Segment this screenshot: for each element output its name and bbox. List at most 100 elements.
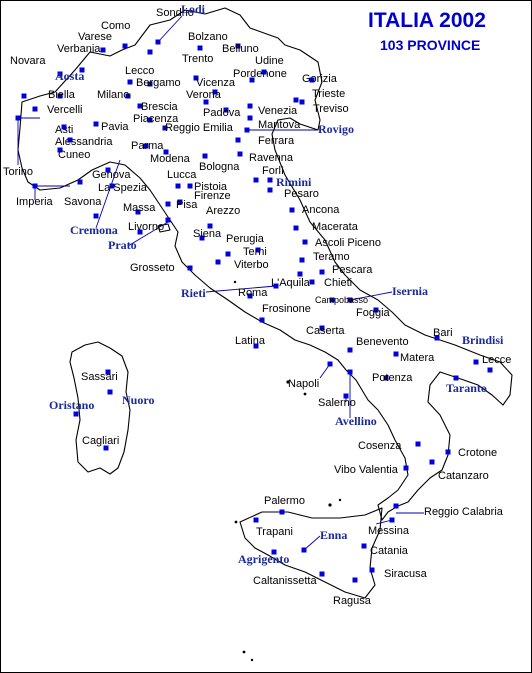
province-marker-chieti [309, 279, 315, 285]
province-marker-campobasso [329, 297, 335, 303]
province-label-rieti: Rieti [181, 286, 206, 300]
province-marker-bari [434, 335, 440, 341]
province-label-gorizia: Gorizia [302, 73, 338, 85]
province-marker-asti [61, 124, 67, 130]
province-label-grosseto: Grosseto [130, 262, 175, 274]
province-label-pescara: Pescara [332, 264, 373, 276]
province-marker-biella [57, 93, 63, 99]
province-marker-sondrio [147, 49, 153, 55]
province-marker-firenze [177, 199, 183, 205]
province-marker-savona [77, 179, 83, 185]
province-marker-trieste [299, 99, 305, 105]
province-label-macerata: Macerata [312, 221, 359, 233]
province-marker-arezzo [207, 223, 213, 229]
province-label-novara: Novara [10, 55, 46, 67]
province-label-siracusa: Siracusa [384, 568, 428, 580]
province-marker-catanzaro [429, 459, 435, 465]
province-marker-cosenza [415, 441, 421, 447]
province-marker-terni [255, 247, 261, 253]
province-marker-grosseto [187, 265, 193, 271]
province-marker-massa [135, 209, 141, 215]
province-label-bergamo: Bergamo [136, 77, 181, 89]
sardinia-outline [69, 341, 131, 475]
province-label-prato: Prato [108, 238, 137, 252]
province-marker-teramo [299, 257, 305, 263]
province-marker-pescara [319, 269, 325, 275]
province-label-ragusa: Ragusa [333, 595, 372, 607]
map-subtitle: 103 PROVINCE [380, 37, 481, 53]
province-marker-napoli [327, 361, 333, 367]
province-label-caltanissetta: Caltanissetta [253, 575, 317, 587]
province-marker-catania [361, 543, 367, 549]
province-marker-alessandria [67, 137, 73, 143]
province-label-sassari: Sassari [81, 371, 118, 383]
province-marker-caserta [319, 325, 325, 331]
province-marker-ferrara [235, 137, 241, 143]
province-label-livorno: Livorno [128, 221, 164, 233]
leader-line-enna [303, 535, 321, 551]
province-marker-milano [125, 93, 131, 99]
province-marker-roma [247, 293, 253, 299]
province-marker-verbania [79, 67, 85, 73]
province-label-aosta: Aosta [55, 69, 84, 83]
leader-line-cremona [95, 159, 121, 229]
province-label-mantova: Mantova [258, 119, 301, 131]
province-marker-reggio-emilia [162, 125, 168, 131]
province-marker-messina [389, 517, 395, 523]
peninsula-outline [17, 7, 513, 521]
province-label-ascoli-piceno: Ascoli Piceno [315, 237, 381, 249]
province-label-palermo: Palermo [264, 495, 305, 507]
province-label-pistoia: Pistoia [194, 181, 228, 193]
province-label-nuoro: Nuoro [122, 393, 154, 407]
province-label-latina: Latina [235, 335, 266, 347]
province-marker-palermo [279, 509, 285, 515]
province-label-la-spezia: La Spezia [98, 182, 148, 194]
province-marker-cagliari [103, 445, 109, 451]
province-marker-novara [21, 93, 27, 99]
province-marker-cremona [93, 213, 99, 219]
leader-line-isernia [349, 291, 393, 301]
minor-islands [233, 280, 342, 662]
province-label-foggia: Foggia [356, 307, 391, 319]
province-marker-udine [261, 69, 267, 75]
province-marker-torino [15, 115, 21, 121]
province-marker-rieti [273, 283, 279, 289]
leader-line-prato [127, 221, 169, 247]
province-label-vercelli: Vercelli [47, 104, 82, 116]
province-label-modena: Modena [150, 153, 191, 165]
province-label-perugia: Perugia [226, 233, 265, 245]
province-marker-salerno [343, 393, 349, 399]
province-label-bari: Bari [433, 327, 453, 339]
province-label-catania: Catania [370, 545, 409, 557]
province-label-matera: Matera [400, 352, 435, 364]
province-label-lecco: Lecco [125, 65, 154, 77]
province-marker-trapani [253, 517, 259, 523]
province-label-alessandria: Alessandria [55, 136, 113, 148]
province-marker-agrigento [271, 549, 277, 555]
province-marker-vibo-valentia [403, 465, 409, 471]
province-label-trieste: Trieste [312, 88, 345, 100]
province-label-imperia: Imperia [16, 196, 54, 208]
province-label-udine: Udine [255, 55, 284, 67]
map-title: ITALIA 2002 [368, 9, 486, 32]
province-label-firenze: Firenze [194, 190, 231, 202]
province-marker-gorizia [309, 77, 315, 83]
province-marker-pordenone [249, 77, 255, 83]
province-marker-padova [223, 107, 229, 113]
province-label-salerno: Salerno [318, 397, 356, 409]
province-marker-enna [301, 547, 307, 553]
province-label-trento: Trento [182, 53, 213, 65]
province-label-asti: Asti [55, 124, 73, 136]
leader-line-rieti [205, 285, 277, 293]
province-label-isernia: Isernia [392, 284, 428, 298]
province-marker-trento [193, 75, 199, 81]
province-label-lucca: Lucca [167, 169, 197, 181]
leader-line-messina [375, 519, 393, 525]
province-marker-como [122, 43, 128, 49]
province-marker-livorno [137, 229, 143, 235]
province-marker-nuoro [107, 389, 113, 395]
province-marker-pavia [93, 121, 99, 127]
province-label-rovigo: Rovigo [318, 122, 354, 136]
province-marker-siracusa [369, 567, 375, 573]
province-label-teramo: Teramo [313, 251, 350, 263]
